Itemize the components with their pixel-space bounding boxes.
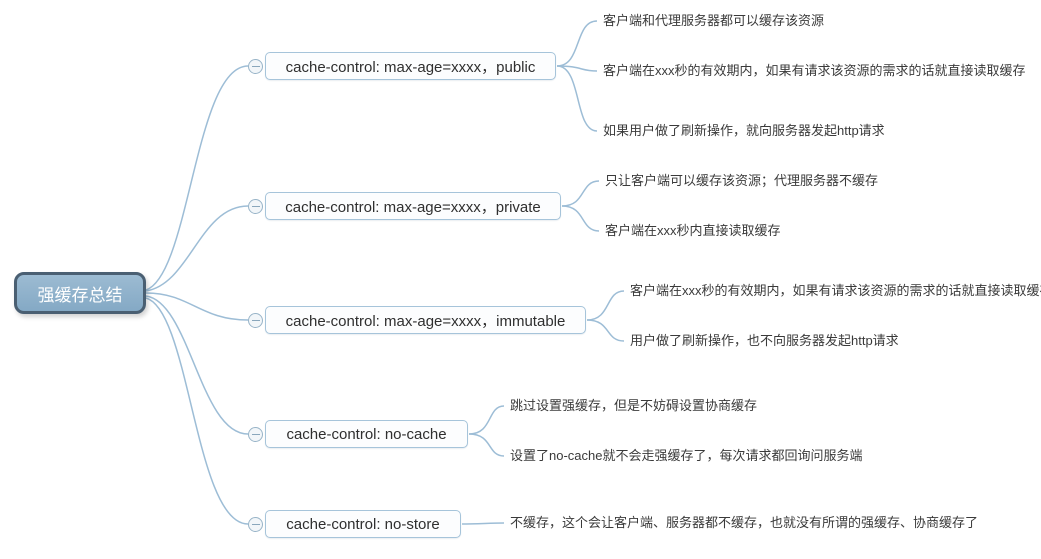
connector-branch4-leaf2 bbox=[468, 433, 505, 457]
connector-branch1-leaf1 bbox=[556, 20, 598, 67]
leaf-note[interactable]: 用户做了刷新操作，也不向服务器发起http请求 bbox=[630, 333, 899, 348]
branch-topic-label: cache-control: no-store bbox=[286, 515, 440, 533]
branch-node-max-age-immutable: cache-control: max-age=xxxx，immutable bbox=[248, 306, 586, 334]
connector-root-branch4 bbox=[145, 295, 249, 435]
branch-topic-label: cache-control: max-age=xxxx，immutable bbox=[285, 312, 566, 330]
branch-node-no-cache: cache-control: no-cache bbox=[248, 420, 468, 448]
leaf-note[interactable]: 客户端在xxx秒内直接读取缓存 bbox=[605, 223, 781, 238]
branch-topic-label: cache-control: max-age=xxxx，public bbox=[285, 58, 536, 76]
branch-topic[interactable]: cache-control: max-age=xxxx，immutable bbox=[265, 306, 586, 334]
branch-node-no-store: cache-control: no-store bbox=[248, 510, 461, 538]
connector-branch4-leaf1 bbox=[468, 405, 505, 435]
branch-topic-label: cache-control: no-cache bbox=[286, 425, 447, 443]
collapse-icon[interactable] bbox=[248, 312, 263, 328]
connector-branch3-leaf1 bbox=[586, 290, 625, 321]
branch-node-max-age-private: cache-control: max-age=xxxx，private bbox=[248, 192, 561, 220]
connector-branch2-leaf1 bbox=[561, 180, 600, 207]
collapse-icon[interactable] bbox=[248, 198, 263, 214]
connector-branch2-leaf2 bbox=[561, 205, 600, 232]
leaf-note[interactable]: 跳过设置强缓存，但是不妨碍设置协商缓存 bbox=[510, 398, 758, 413]
connector-root-branch2 bbox=[145, 205, 249, 292]
leaf-note[interactable]: 只让客户端可以缓存该资源；代理服务器不缓存 bbox=[605, 173, 879, 188]
connector-branch1-leaf3 bbox=[556, 65, 598, 132]
leaf-note[interactable]: 设置了no-cache就不会走强缓存了，每次请求都回询问服务端 bbox=[510, 448, 863, 463]
leaf-note[interactable]: 客户端在xxx秒的有效期内，如果有请求该资源的需求的话就直接读取缓存 bbox=[630, 283, 1041, 298]
connector-root-branch3 bbox=[145, 292, 249, 321]
branch-topic[interactable]: cache-control: max-age=xxxx，public bbox=[265, 52, 556, 80]
leaf-note[interactable]: 客户端在xxx秒的有效期内，如果有请求该资源的需求的话就直接读取缓存 bbox=[603, 63, 1026, 78]
branch-node-max-age-public: cache-control: max-age=xxxx，public bbox=[248, 52, 556, 80]
collapse-icon[interactable] bbox=[248, 426, 263, 442]
connector-root-branch5 bbox=[145, 297, 249, 525]
branch-topic[interactable]: cache-control: no-cache bbox=[265, 420, 468, 448]
collapse-icon[interactable] bbox=[248, 516, 263, 532]
connector-branch5-leaf1 bbox=[461, 522, 505, 525]
root-node[interactable]: 强缓存总结 bbox=[14, 272, 146, 314]
connector-root-branch1 bbox=[145, 65, 249, 291]
branch-topic-label: cache-control: max-age=xxxx，private bbox=[285, 198, 541, 216]
leaf-note[interactable]: 不缓存，这个会让客户端、服务器都不缓存，也就没有所谓的强缓存、协商缓存了 bbox=[510, 515, 979, 530]
leaf-note[interactable]: 客户端和代理服务器都可以缓存该资源 bbox=[603, 13, 825, 28]
collapse-icon[interactable] bbox=[248, 58, 263, 74]
leaf-note[interactable]: 如果用户做了刷新操作，就向服务器发起http请求 bbox=[603, 123, 885, 138]
branch-topic[interactable]: cache-control: max-age=xxxx，private bbox=[265, 192, 561, 220]
branch-topic[interactable]: cache-control: no-store bbox=[265, 510, 461, 538]
root-node-label: 强缓存总结 bbox=[37, 285, 123, 305]
connector-branch1-leaf2 bbox=[556, 65, 598, 72]
connector-branch3-leaf2 bbox=[586, 319, 625, 342]
